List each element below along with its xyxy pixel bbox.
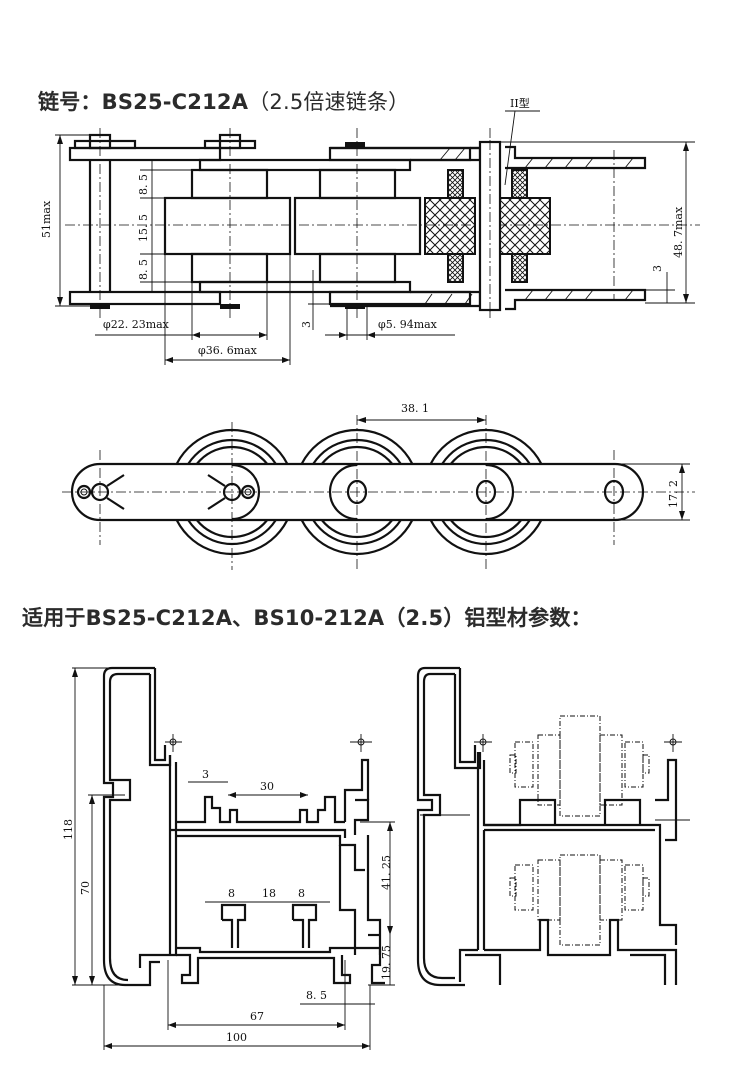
dim-right-plate: 3 <box>651 265 664 272</box>
type-label: II型 <box>510 96 530 110</box>
dim-pin-dia: φ5. 94max <box>378 318 438 331</box>
chain-number-heading: 链号：BS25-C212A（2.5倍速链条） <box>38 86 409 116</box>
dim-18: 18 <box>262 887 276 900</box>
dim-41-25: 41. 25 <box>380 855 393 890</box>
profile-heading: 适用于BS25-C212A、BS10-212A（2.5）铝型材参数： <box>22 606 592 630</box>
dim-plate-height: 17. 2 <box>667 480 680 508</box>
dim-slot-30: 30 <box>260 780 274 793</box>
chain-label: 链号： <box>38 90 102 114</box>
chain-model: BS25-C212A <box>101 90 249 114</box>
dim-overall-width: 51max <box>40 200 53 238</box>
chain-side-view: 38. 1 17. 2 <box>62 402 695 570</box>
dim-height-total: 118 <box>62 819 75 840</box>
dim-67: 67 <box>250 1010 264 1023</box>
dim-100: 100 <box>226 1031 247 1044</box>
dim-8-b: 8 <box>298 887 305 900</box>
dim-8-a: 8 <box>228 887 235 900</box>
aluminum-profile-right <box>416 666 690 987</box>
dim-small-roller-dia: φ22. 23max <box>103 318 170 331</box>
aluminum-profile-left: 118 70 3 30 41. 25 19. 75 8 18 8 8. 5 <box>62 666 395 1050</box>
dim-8-5: 8. 5 <box>306 989 327 1002</box>
dim-pitch: 38. 1 <box>401 402 429 415</box>
dim-slot-3: 3 <box>202 768 209 781</box>
dim-8-5-top: 8. 5 <box>137 174 150 195</box>
dim-right-width: 48. 7max <box>672 206 685 258</box>
dim-plate-thickness: 3 <box>300 321 313 328</box>
dim-large-roller-dia: φ36. 6max <box>198 344 258 357</box>
dim-15-5: 15. 5 <box>137 214 150 242</box>
dim-8-5-bottom: 8. 5 <box>137 259 150 280</box>
chain-top-view: 51max <box>40 96 700 365</box>
dim-19-75: 19. 75 <box>380 945 393 980</box>
chain-note: （2.5倍速链条） <box>248 90 410 114</box>
dim-height-70: 70 <box>79 881 92 895</box>
